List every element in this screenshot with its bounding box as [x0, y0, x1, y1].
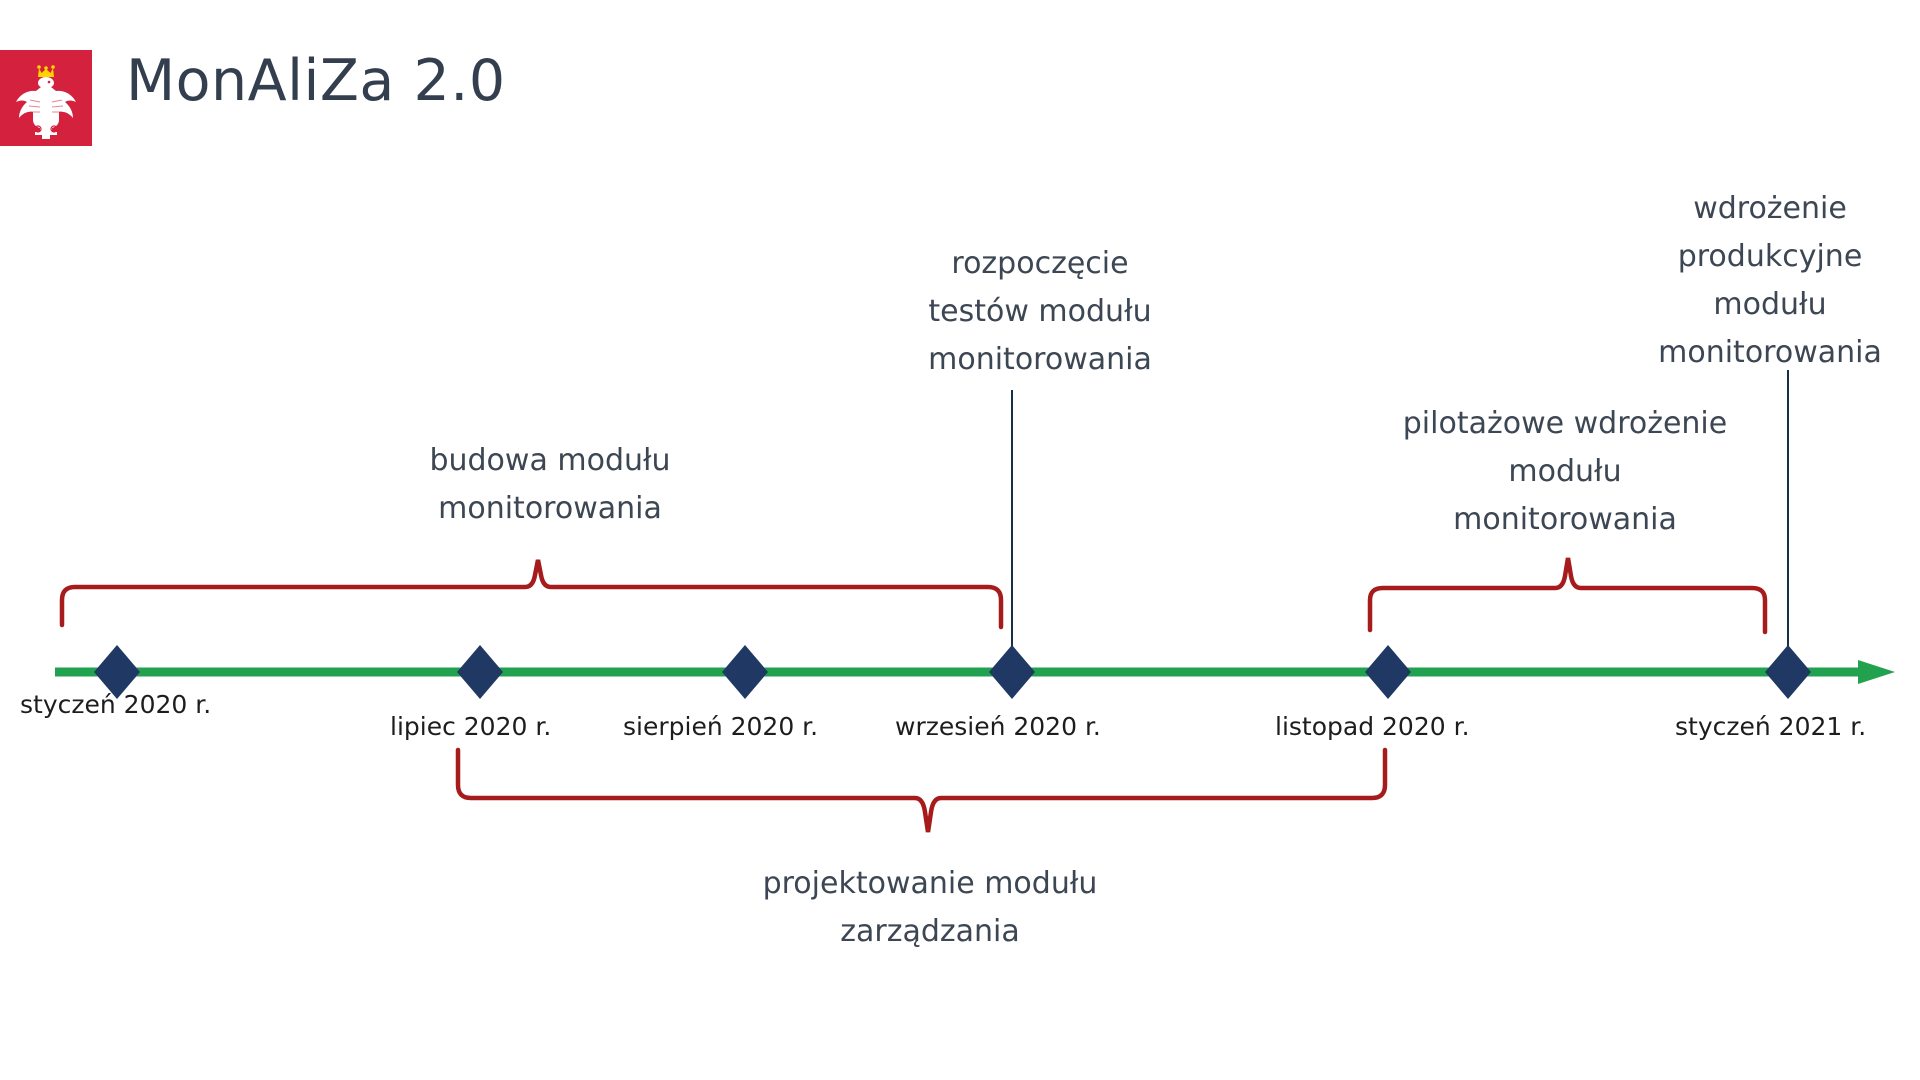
eagle-icon	[0, 50, 92, 146]
timeline-arrowhead	[1858, 660, 1895, 684]
axis-label-jul2020: lipiec 2020 r.	[390, 712, 552, 741]
axis-label-aug2020: sierpień 2020 r.	[623, 712, 819, 741]
axis-label-jan2020: styczeń 2020 r.	[20, 690, 212, 719]
axis-label-sep2020: wrzesień 2020 r.	[895, 712, 1101, 741]
page-header: MonAliZa 2.0	[0, 0, 1920, 160]
milestone-marker-jul2020[interactable]	[457, 645, 503, 699]
polish-coat-of-arms-emblem	[0, 50, 92, 146]
callout-design-phase: projektowanie modułu zarządzania	[762, 866, 1098, 949]
bracket-design-phase	[455, 747, 1388, 833]
callout-build-phase: budowa modułu monitorowania	[429, 443, 671, 526]
bracket-build-phase	[59, 559, 1004, 630]
axis-label-nov2020: listopad 2020 r.	[1275, 712, 1470, 741]
bracket-pilot-phase	[1367, 557, 1768, 635]
milestone-marker-jan2021[interactable]	[1765, 645, 1811, 699]
milestone-marker-sep2020[interactable]	[989, 645, 1035, 699]
callout-production-deployment: wdrożenie produkcyjne modułu monitorowan…	[1658, 191, 1882, 370]
milestone-marker-nov2020[interactable]	[1365, 645, 1411, 699]
milestone-marker-jan2020[interactable]	[94, 645, 140, 699]
callout-tests-start: rozpoczęcie testów modułu monitorowania	[928, 246, 1152, 377]
callout-pilot-deployment: pilotażowe wdrożenie modułu monitorowani…	[1402, 406, 1728, 537]
axis-label-jan2021: styczeń 2021 r.	[1675, 712, 1867, 741]
page-title: MonAliZa 2.0	[126, 48, 506, 114]
milestone-marker-aug2020[interactable]	[722, 645, 768, 699]
